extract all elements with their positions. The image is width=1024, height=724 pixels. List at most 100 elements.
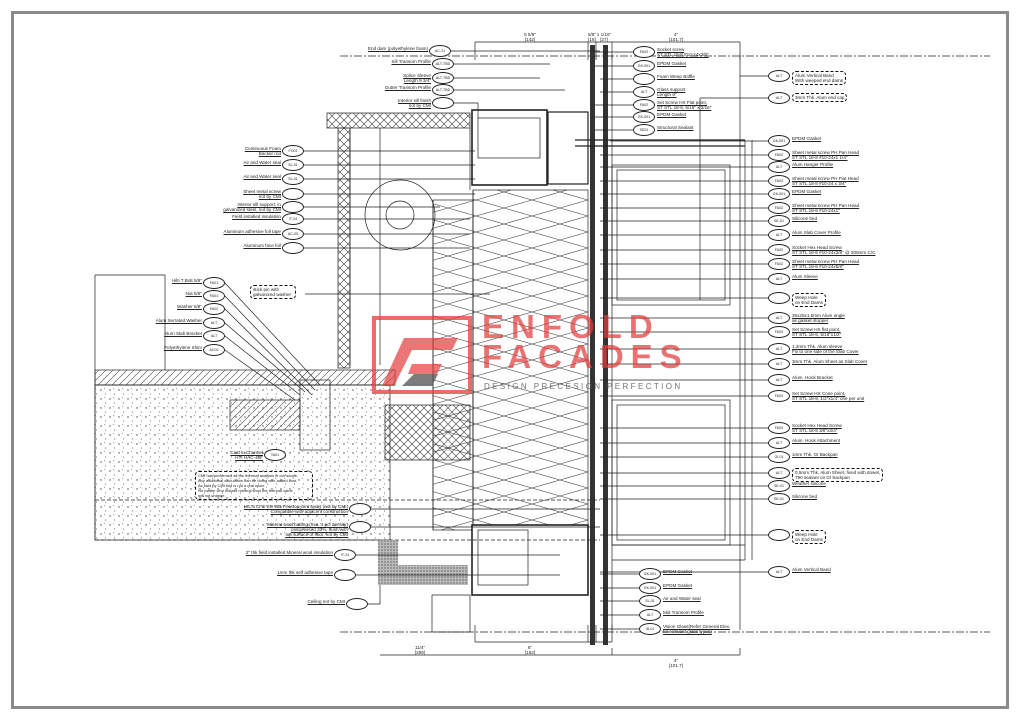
callout-tag-bubble: GK-001 xyxy=(639,582,661,594)
callout-tag-bubble: ALT xyxy=(203,330,225,342)
callout-tag-bubble: FA02 xyxy=(768,390,790,402)
callout-tag-bubble: ALT xyxy=(768,70,790,82)
callout-tag-bubble xyxy=(282,188,304,200)
callout-tag-bubble: IT-24 xyxy=(334,549,356,561)
callout-label: Alum Serrated Washer xyxy=(155,318,202,323)
callout-tag-bubble xyxy=(633,73,655,85)
callout-label: 1mm thk self adhesive tape xyxy=(277,570,333,575)
callout-label: Hilti T Bolt 5/8" xyxy=(171,278,202,283)
callout-label: Set Screw HX flat point, ST STL 18-8, 5/… xyxy=(792,327,842,338)
callout-label: 35x25x1.5mm Alum angle as gasket stopper xyxy=(792,313,845,324)
callout-tag-bubble: ALT xyxy=(768,566,790,578)
callout-tag-bubble: ALT xyxy=(639,609,661,621)
callout-label: 0.5mm Thk. Alum Sheet, fixed with dowel,… xyxy=(792,468,884,483)
callout-label: Alum Vertical Band xyxy=(792,567,831,572)
callout-label: Nut 5/8" xyxy=(185,291,202,296)
callout-label: Air and Water seal xyxy=(663,596,701,601)
callout-tag-bubble xyxy=(346,598,368,610)
callout-tag-bubble: ALT xyxy=(768,467,790,479)
callout-label: Alum Hanger Profile xyxy=(792,162,834,167)
dimension-top: 5/8" [16] xyxy=(587,32,597,42)
callout-tag-bubble: FA02 xyxy=(768,326,790,338)
callout-label: Glass support Length 8" xyxy=(657,87,686,98)
callout-label: Alum Slab Bracket xyxy=(164,331,202,336)
callout-tag-bubble: AC02 xyxy=(203,344,225,356)
callout-label: Alum Sleeve xyxy=(792,274,818,279)
callout-label: Structural Sealant xyxy=(657,125,694,130)
callout-tag-bubble xyxy=(349,503,371,515)
callout-tag-bubble: FA02 xyxy=(768,422,790,434)
callout-tag-bubble: SL-01 xyxy=(282,159,304,171)
dimension-top: 1 1/16" [27] xyxy=(596,32,612,42)
callout-label: Cast in Channel HTI HAC-40F xyxy=(230,450,263,461)
callout-label: Aluminum face foil xyxy=(243,243,281,248)
callout-label: EPDM Gasket xyxy=(792,189,822,194)
callout-label: Set Screw HX Cone point, ST STL 18-8, 1/… xyxy=(792,391,865,402)
callout-tag-bubble: ALT xyxy=(203,317,225,329)
callout-tag-bubble: ALT-TBD xyxy=(432,58,454,70)
callout-label: Sheet metal screw PH Pan Head ST STL 18-… xyxy=(792,259,860,270)
dimension-top: 4" [101.7] xyxy=(668,32,684,42)
callout-tag-bubble: GK-001 xyxy=(768,188,790,200)
callout-label: Socket Hex Head Screw ST STL 18-8 3/8"x3… xyxy=(792,423,842,434)
callout-tag-bubble: SE01 xyxy=(633,124,655,136)
callout-tag-bubble: ALT xyxy=(768,437,790,449)
callout-label: Alum Slab Cover Profile xyxy=(792,230,841,235)
callout-tag-bubble: GK-001 xyxy=(768,135,790,147)
callout-label: Field installed insulation xyxy=(232,214,281,219)
callout-label: Vision Glass(Refer General Elev. for rel… xyxy=(663,624,730,635)
callout-tag-bubble: AC-05 xyxy=(282,228,304,240)
callout-tag-bubble: ALT xyxy=(768,92,790,104)
callout-label: 1.2mm Thk. Alum sleeve Fix to one side o… xyxy=(792,344,859,355)
logo-name-line1: ENFOLD xyxy=(482,308,660,345)
callout-label: Interior sill finish not by CMI xyxy=(398,98,431,109)
callout-tag-bubble: AC-21 xyxy=(429,45,451,57)
callout-label: EPDM Gasket xyxy=(663,583,693,588)
callout-tag-bubble xyxy=(768,292,790,304)
callout-tag-bubble xyxy=(432,97,454,109)
callout-tag-bubble xyxy=(768,529,790,541)
logo-name-line2: FACADES xyxy=(482,338,689,375)
callout-tag-bubble: ALT xyxy=(768,312,790,324)
dimension-bottom: 4" [101.7] xyxy=(668,658,684,668)
callout-tag-bubble: ALT xyxy=(768,358,790,370)
callout-tag-bubble: ALT xyxy=(768,161,790,173)
callout-label: Ceiling not by CMI xyxy=(307,599,345,604)
callout-tag-bubble: SL-01 xyxy=(639,595,661,607)
callout-label: EPDM Gasket xyxy=(792,136,822,141)
callout-tag-bubble: ALT xyxy=(768,229,790,241)
callout-label: EPDM Gasket xyxy=(663,569,693,574)
callout-label: Alum Vertical Band With weeped end dams xyxy=(792,71,847,86)
callout-tag-bubble: GI-01 xyxy=(768,451,790,463)
callout-label: Alum. Hook Attachment xyxy=(792,438,841,443)
thermal-note: CMI has performed all the thermal analys… xyxy=(195,471,313,500)
callout-label: 1mm Thk. GI Backpan xyxy=(792,452,838,457)
callout-label: EPDM Gasket xyxy=(657,61,687,66)
callout-tag-bubble: GK-001 xyxy=(639,568,661,580)
callout-label: EPDM Gasket xyxy=(657,112,687,117)
callout-tag-bubble: FA02 xyxy=(768,149,790,161)
callout-tag-bubble: FA02 xyxy=(768,244,790,256)
callout-label: Mineral wool batting (min. 4 pcf density… xyxy=(267,522,348,538)
callout-tag-bubble: ALT-TBD xyxy=(432,72,454,84)
callout-label: Polyethylene Shim xyxy=(163,345,202,350)
logo-tagline: DESIGN PRECESION PERFECTION xyxy=(484,382,683,391)
callout-label: Washer 5/8" xyxy=(177,304,202,309)
callout-label: Foam Weep Baffle xyxy=(657,74,695,79)
callout-tag-bubble: SE-01 xyxy=(768,480,790,492)
callout-label: Set Screw HX Flat point, ST STL 18-8, 5/… xyxy=(657,100,712,111)
dimension-bottom: 6" [152] xyxy=(524,645,536,655)
callout-tag-bubble: IT-24 xyxy=(282,213,304,225)
callout-tag-bubble: FA02 xyxy=(203,303,225,315)
callout-label: Sheet metal screw PH Pan Head ST STL 18-… xyxy=(792,203,860,214)
sheet-border xyxy=(11,11,1009,709)
dimension-top: 5 5/8" [142] xyxy=(524,32,536,42)
callout-label: HILTI CFS-SP WB Firestop joint spray (no… xyxy=(243,504,348,515)
callout-tag-bubble: FA02 xyxy=(768,258,790,270)
callout-tag-bubble: FO01 xyxy=(282,145,304,157)
callout-label: Weep Hole on End Dams xyxy=(792,293,826,308)
callout-tag-bubble xyxy=(334,569,356,581)
callout-label: Sheet metal screw not by CMI xyxy=(243,189,281,200)
callout-label: Socket Hex Head Screw ST STL 18-8 #10-24… xyxy=(792,245,876,256)
